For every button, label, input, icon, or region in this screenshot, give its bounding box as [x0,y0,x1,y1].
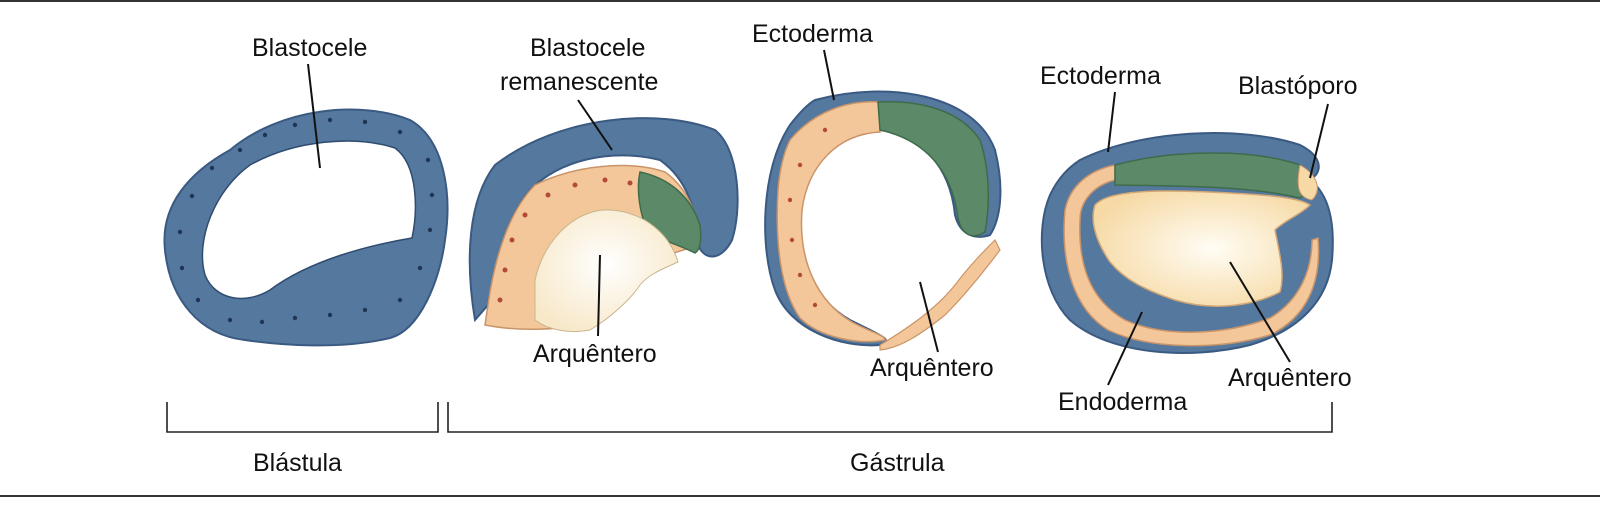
leader-ectoderma-stage3 [823,49,835,101]
late-gastrula-archenteron [1092,190,1312,307]
label-ectoderma-stage4: Ectoderma [1040,62,1161,90]
label-arquentero-stage2: Arquêntero [533,340,657,368]
leader-endoderma [1107,311,1143,386]
blastula-embryo [163,108,449,347]
label-blastocele-remanescente-line1: Blastocele [530,34,645,62]
leader-blastoporo [1309,103,1329,179]
label-blastoporo: Blastóporo [1238,72,1358,100]
label-arquentero-stage4: Arquêntero [1228,364,1352,392]
leader-ectoderma-stage4 [1107,91,1116,153]
mid-gastrula-embryo [764,90,1002,351]
blastula-cell-nuclei [177,117,435,325]
group-label-blastula: Blástula [253,449,342,477]
label-arquentero-stage3: Arquêntero [870,354,994,382]
label-blastocele-remanescente-line2: remanescente [500,68,658,96]
label-blastocele: Blastocele [252,34,367,62]
label-endoderma: Endoderma [1058,388,1187,416]
mid-gastrula-endoderm [776,101,886,343]
early-gastrula-yolk-cells [534,209,679,333]
blastocele-cavity [201,140,417,300]
mid-gastrula-mesoderm [877,101,990,237]
bracket-gastrula [447,402,1333,433]
late-gastrula-embryo [1040,132,1334,354]
mid-gastrula-nuclei [787,127,828,308]
leader-arquentero-stage2 [597,254,601,337]
group-label-gastrula: Gástrula [850,449,945,477]
leader-arquentero-stage3 [919,281,939,353]
early-gastrula-nuclei [497,177,633,303]
leader-blastocele-remanescente [577,99,613,151]
leader-blastocele [307,63,321,169]
late-gastrula-endoderm [1063,164,1320,347]
bracket-blastula [166,402,439,433]
late-gastrula-blastopore-lip [1297,164,1318,201]
label-ectoderma-stage3: Ectoderma [752,20,873,48]
leader-arquentero-stage4 [1229,261,1291,363]
mid-gastrula-archenteron-floor [879,238,1001,351]
early-gastrula-embryo [468,117,739,333]
